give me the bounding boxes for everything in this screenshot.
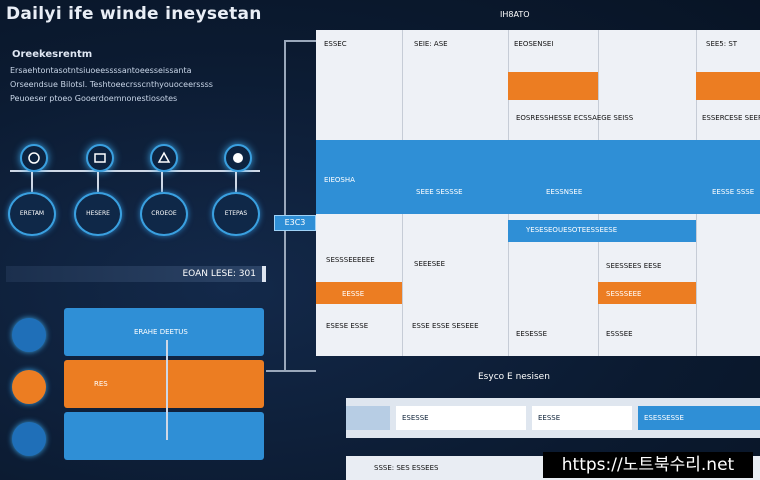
caption: Esyco E nesisen bbox=[478, 372, 550, 382]
table-bottom-3: EESESSE bbox=[516, 330, 548, 338]
row-2-pill: RES bbox=[64, 360, 264, 408]
row-1-badge bbox=[12, 318, 46, 352]
orange-cell-top-1 bbox=[508, 72, 598, 100]
timeline-bar: EOAN LESE: 301 bbox=[6, 266, 266, 282]
table-bottom-2: ESSE ESSE SESEEE bbox=[412, 322, 479, 330]
row-3-badge bbox=[12, 422, 46, 456]
desc-line-1: Ersaehtontasotntsiuoeessssantoeesseissan… bbox=[10, 66, 192, 75]
route-start bbox=[346, 406, 390, 430]
footer-label: SSSE: SES ESSEES bbox=[374, 464, 439, 472]
row-3-pill bbox=[64, 412, 264, 460]
timeline-blob-4: ETEPAS bbox=[212, 192, 260, 236]
timeline-line bbox=[10, 170, 260, 172]
row-2-badge bbox=[12, 370, 46, 404]
orange-label-1: EESSE bbox=[342, 290, 365, 298]
mid-band bbox=[508, 220, 696, 242]
timeline-node-2 bbox=[86, 144, 114, 172]
route-bar: ESESSE EESSE ESESSESSE bbox=[346, 398, 760, 438]
timeline-node-4 bbox=[224, 144, 252, 172]
blue-label-2: SEEE SESSSE bbox=[416, 188, 463, 196]
top-label: IH8ATO bbox=[500, 10, 530, 19]
row-1-text: ERAHE DEETUS bbox=[134, 328, 188, 336]
table-row1-cell-3: EOSRESSHESSE ECSSAEGE SEISS bbox=[516, 114, 634, 122]
page-title: Dailyi ife winde ineysetan bbox=[6, 4, 262, 24]
table-header-2: SEIE: ASE bbox=[414, 40, 448, 48]
table-bottom-4: ESSSEE bbox=[606, 330, 633, 338]
orange-cell-1 bbox=[316, 282, 402, 304]
route-step-1: ESESSE bbox=[396, 406, 526, 430]
connector-bottom bbox=[266, 370, 316, 372]
desc-line-2: Orseendsue Bilotsl. Teshtoeecrsscnthyouo… bbox=[10, 80, 213, 89]
timeline-blob-3: CROEOE bbox=[140, 192, 188, 236]
table-row3-cell-1: SESSSEEEEEE bbox=[326, 256, 375, 264]
desc-line-3: Peuoeser ptoeo Gooerdoemnonestiosotes bbox=[10, 94, 178, 103]
timeline-stem-1 bbox=[31, 172, 33, 192]
timeline-node-3 bbox=[150, 144, 178, 172]
table-header-3: EEOSENSEI bbox=[514, 40, 554, 48]
route-step-2: EESSE bbox=[532, 406, 632, 430]
table-bottom-1: ESESE ESSE bbox=[326, 322, 369, 330]
table-header-1: ESSEC bbox=[324, 40, 347, 48]
timeline-stem-2 bbox=[97, 172, 99, 192]
band-label: YESESEOUESOTEESSEESE bbox=[526, 226, 618, 234]
orange-cell-top-2 bbox=[696, 72, 760, 100]
orange-label-4: SESSSEEE bbox=[606, 290, 642, 298]
blue-label-1: EIEOSHA bbox=[324, 176, 355, 184]
table-row1-cell-4: ESSERCESE SEERESSE bbox=[702, 114, 760, 122]
timeline-stem-3 bbox=[161, 172, 163, 192]
table-row3-cell-2: SEEESEE bbox=[414, 260, 446, 268]
timeline-blob-2: HESERE bbox=[74, 192, 122, 236]
row-2-text: RES bbox=[94, 380, 108, 388]
table-row3-cell-3: SEESSEES EESE bbox=[606, 262, 662, 270]
timeline-node-1 bbox=[20, 144, 48, 172]
orange-cell-2 bbox=[598, 282, 696, 304]
watermark-url: https://노트북수리.net bbox=[543, 452, 753, 478]
route-step-3: ESESSESSE bbox=[638, 406, 760, 430]
table-header-4: SEE5: ST bbox=[706, 40, 738, 48]
blue-label-4: EESSE SSSE bbox=[712, 188, 755, 196]
timeline-blob-1: ERETAM bbox=[8, 192, 56, 236]
connector-tag: E3C3 bbox=[274, 215, 316, 231]
timeline-stem-4 bbox=[235, 172, 237, 192]
data-table: ESSEC SEIE: ASE EEOSENSEI SEE5: ST EOSRE… bbox=[316, 30, 760, 356]
blue-label-3: EESSNSEE bbox=[546, 188, 583, 196]
blue-band bbox=[316, 140, 760, 214]
connector-vertical bbox=[284, 40, 286, 370]
connector-top bbox=[284, 40, 316, 42]
page-subtitle: Oreekesrentm bbox=[12, 49, 93, 60]
row-1-pill: ERAHE DEETUS bbox=[64, 308, 264, 356]
pill-connector bbox=[166, 340, 168, 440]
